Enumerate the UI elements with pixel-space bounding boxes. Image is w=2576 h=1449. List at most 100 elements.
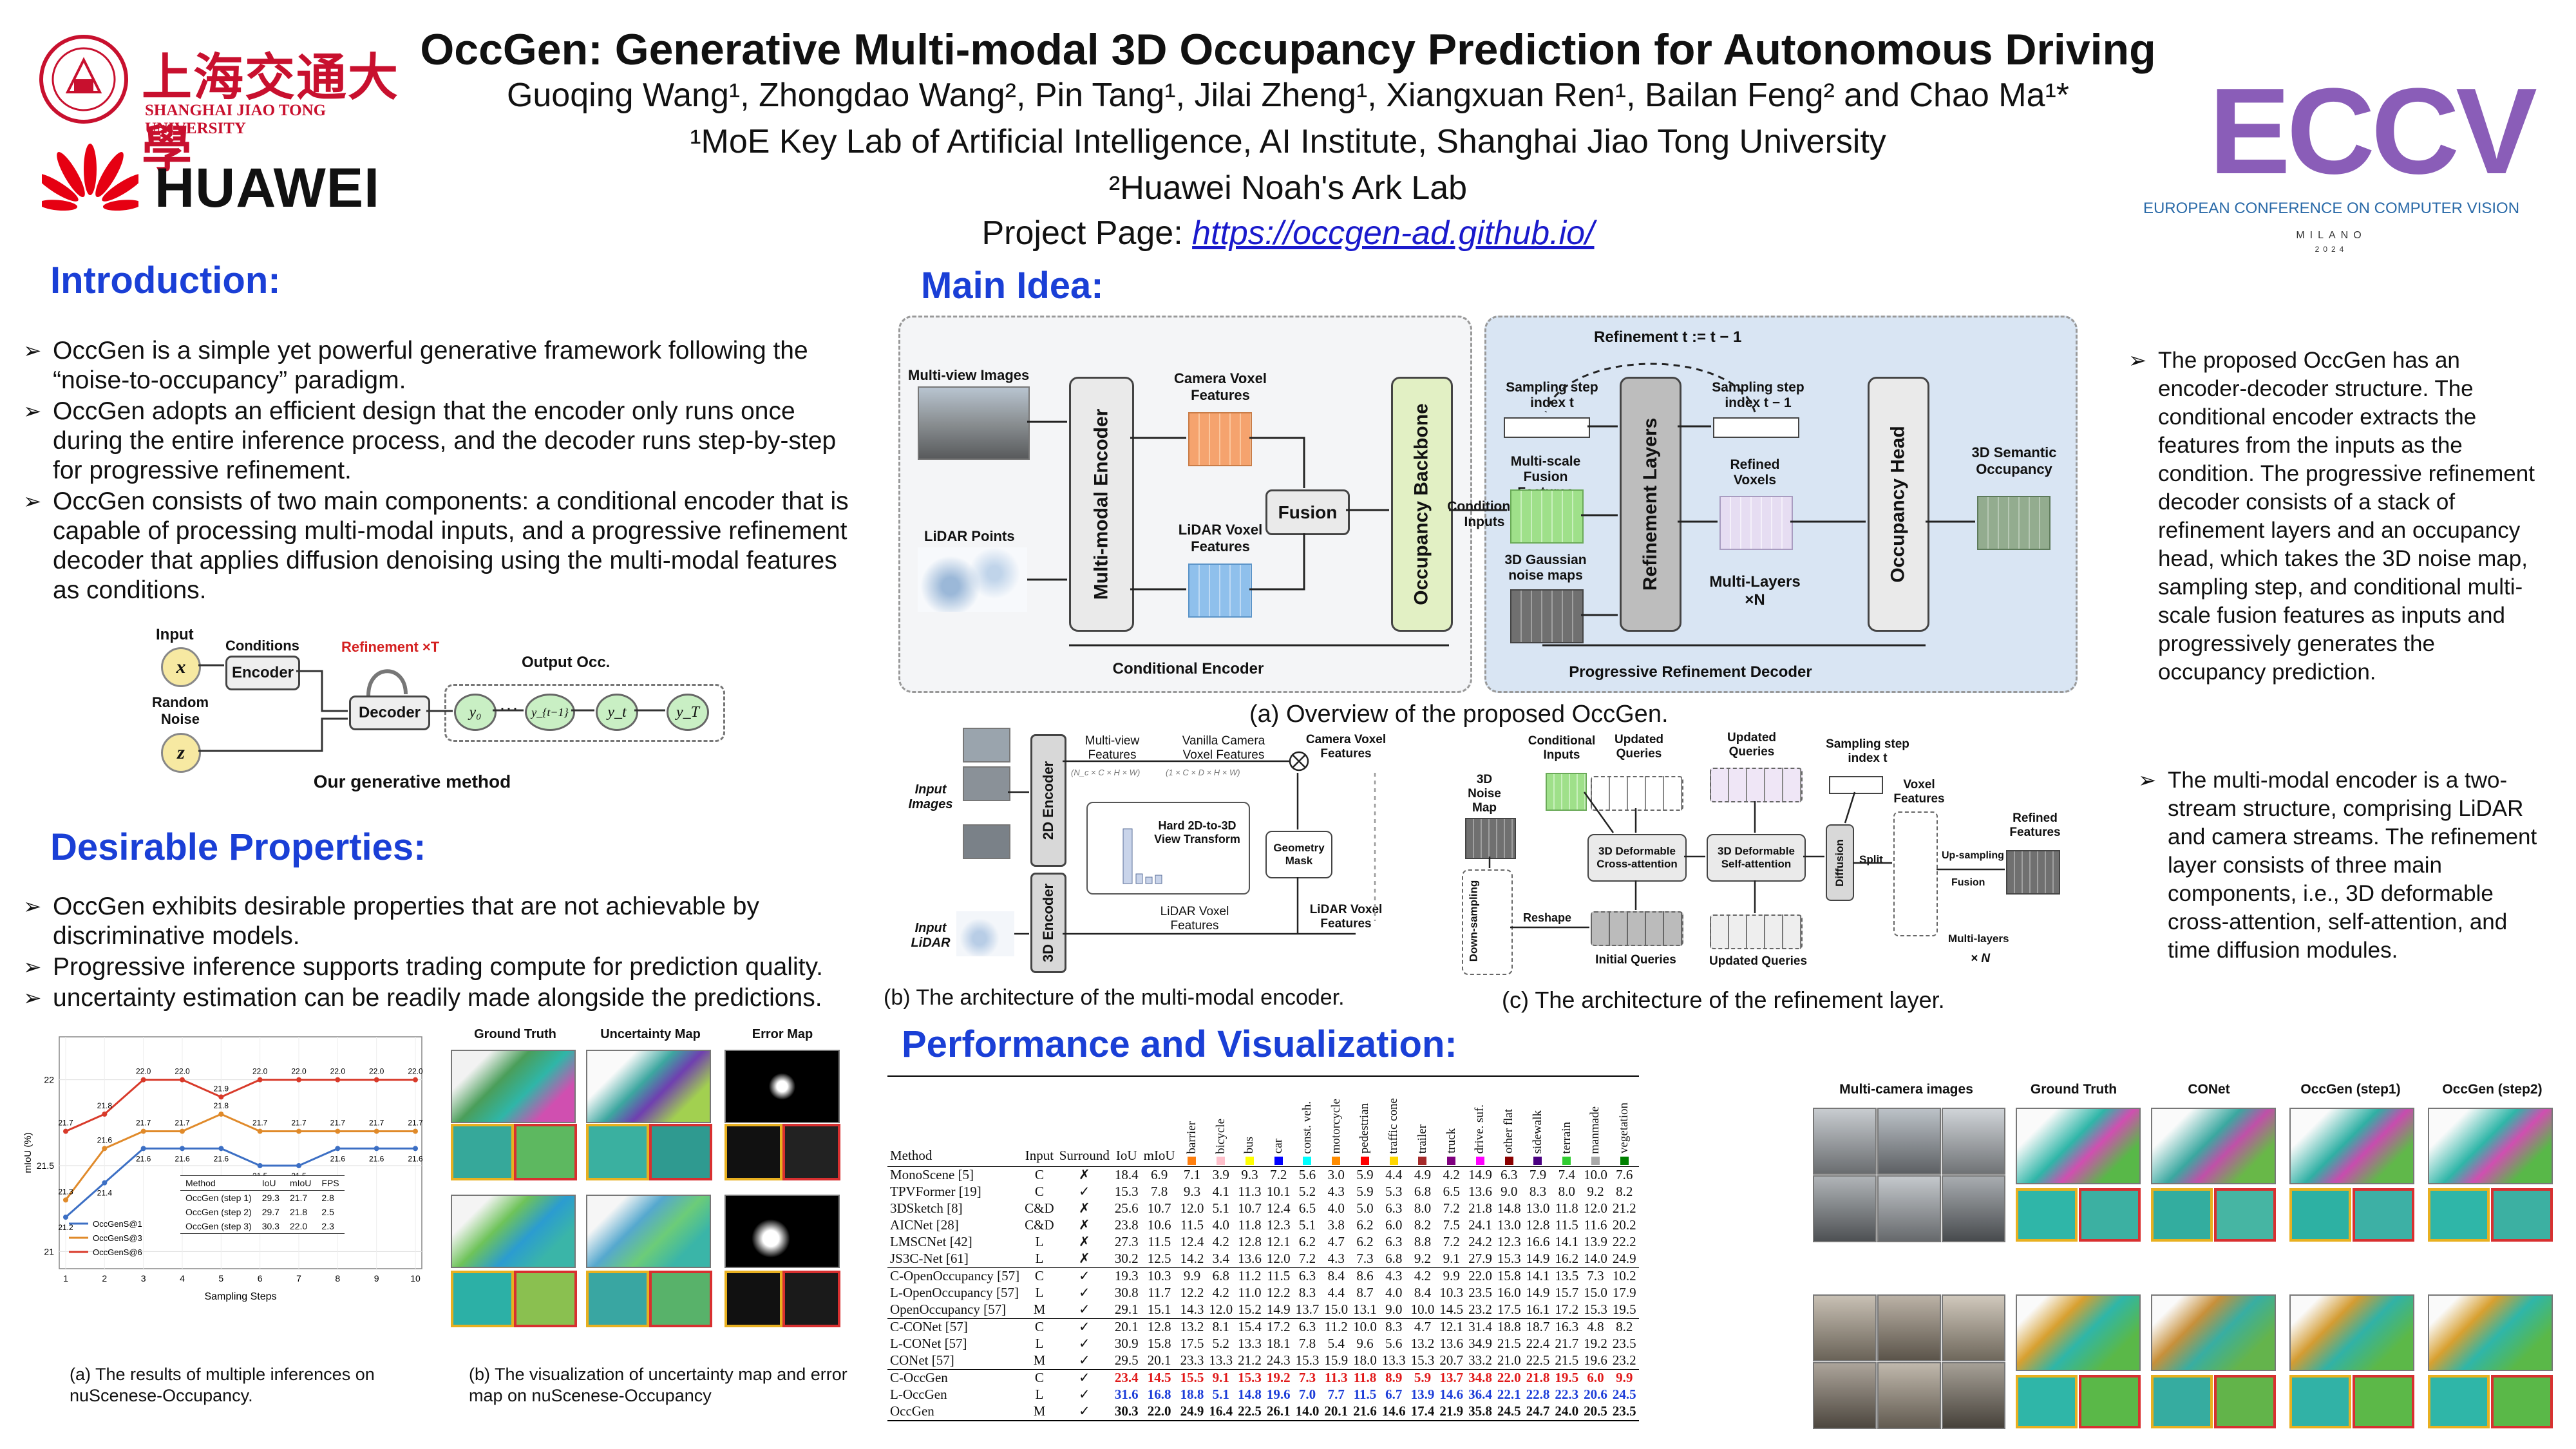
perf-cell: 6.3 xyxy=(1385,1234,1403,1249)
perf-cell: 22.0 xyxy=(1147,1403,1171,1419)
class-color-swatch xyxy=(1620,1156,1629,1165)
refinement-caption: (c) The architecture of the refinement l… xyxy=(1502,987,1945,1013)
perf-cell: 7.2 xyxy=(1298,1251,1316,1266)
perf-cell: L-OccGen xyxy=(890,1387,947,1402)
uncertainty-image-2-zoom xyxy=(586,1271,649,1327)
perf-cell: 24.5 xyxy=(1497,1403,1521,1419)
times-n-label: × N xyxy=(1971,952,1991,965)
perf-cell: ✓ xyxy=(1078,1403,1090,1419)
perf-cell: 11.3 xyxy=(1238,1184,1262,1199)
perf-cell: 17.2 xyxy=(1266,1319,1291,1334)
perf-class-name: truck xyxy=(1444,1128,1458,1154)
perf-class-name: vegetation xyxy=(1617,1103,1631,1154)
data-point xyxy=(413,1128,418,1134)
main-idea-title: Main Idea: xyxy=(921,265,1104,307)
perf-cell: 12.3 xyxy=(1266,1217,1291,1233)
perf-cell: 23.2 xyxy=(1468,1302,1492,1317)
perf-cell: 11.3 xyxy=(1324,1370,1348,1385)
perf-cell: 24.5 xyxy=(1612,1387,1636,1402)
lidar-vox-label-2: LiDAR Voxel Features xyxy=(1309,903,1383,931)
refine-loop-label: Refinement t := t − 1 xyxy=(1594,328,1742,346)
perf-cell: 13.0 xyxy=(1497,1217,1521,1233)
hard-transform-bars xyxy=(1122,828,1162,884)
huawei-logo: HUAWEI xyxy=(42,140,415,224)
class-color-swatch xyxy=(1245,1156,1254,1165)
steps-cell: 2.8 xyxy=(321,1193,334,1203)
multilayers-label: Multi-layers xyxy=(1948,933,2009,945)
project-page-link[interactable]: https://occgen-ad.github.io/ xyxy=(1192,214,1595,252)
perf-cell: 30.3 xyxy=(1114,1403,1139,1419)
perf-cell: 8.0 xyxy=(1414,1200,1432,1216)
hard-transform-label: Hard 2D-to-3D View Transform xyxy=(1154,819,1240,846)
desirable-bullet: OccGen exhibits desirable properties tha… xyxy=(23,892,860,951)
perf-cell: 6.3 xyxy=(1298,1319,1316,1334)
vis-zoom xyxy=(2079,1188,2141,1242)
perf-cell: 16.8 xyxy=(1147,1387,1171,1402)
camera-image xyxy=(1813,1294,1877,1361)
perf-cell: L xyxy=(1035,1387,1044,1402)
perf-cell: 26.1 xyxy=(1266,1403,1291,1419)
perf-cell: 4.3 xyxy=(1327,1251,1345,1266)
eccv-city: MILANO xyxy=(2296,230,2367,241)
perf-cell: 8.9 xyxy=(1385,1370,1403,1385)
perf-cell: 29.5 xyxy=(1114,1352,1139,1368)
perf-cell: 16.3 xyxy=(1555,1319,1579,1334)
perf-cell: 14.0 xyxy=(1584,1251,1607,1266)
perf-cell: 29.1 xyxy=(1114,1302,1139,1317)
perf-cell: 7.3 xyxy=(1356,1251,1374,1266)
uncertainty-image-1-zoom2 xyxy=(649,1124,712,1180)
perf-cell: 12.8 xyxy=(1526,1217,1550,1233)
perf-cell: 5.9 xyxy=(1356,1167,1374,1182)
perf-cell: ✗ xyxy=(1078,1200,1090,1216)
gt-image-2 xyxy=(451,1195,576,1268)
perf-cell: ✓ xyxy=(1078,1370,1090,1385)
multiview-image xyxy=(918,386,1030,460)
class-color-swatch xyxy=(1418,1156,1427,1165)
camera-image xyxy=(1942,1362,2005,1429)
perf-cell: 11.5 xyxy=(1353,1387,1377,1402)
uncertainty-image-1-zoom xyxy=(586,1124,649,1180)
perf-cell: 11.2 xyxy=(1238,1268,1262,1283)
perf-cell: 19.2 xyxy=(1584,1336,1607,1351)
perf-cell: 11.8 xyxy=(1555,1200,1578,1216)
perf-cell: 19.3 xyxy=(1114,1268,1139,1283)
perf-cell: 8.3 xyxy=(1529,1184,1547,1199)
perf-column-header: IoU xyxy=(1115,1147,1137,1163)
perf-cell: 13.3 xyxy=(1381,1352,1406,1368)
perf-cell: 36.4 xyxy=(1468,1387,1492,1402)
sampling-label: Sampling step index t xyxy=(1826,737,1909,765)
perf-cell: 16.4 xyxy=(1209,1403,1233,1419)
perf-cell: 7.6 xyxy=(1616,1167,1633,1182)
multiview-label: Multi-view Images xyxy=(908,367,1030,383)
gaussian-label: 3D Gaussian noise maps xyxy=(1504,553,1587,583)
perf-cell: 14.6 xyxy=(1381,1403,1406,1419)
updated-queries-1: Updated Queries xyxy=(1615,733,1663,761)
vis-zoom xyxy=(2016,1188,2078,1242)
perf-cell: 4.0 xyxy=(1385,1285,1403,1300)
perf-cell: 15.7 xyxy=(1555,1285,1579,1300)
fusion-box: Fusion xyxy=(1265,489,1350,535)
data-label: 21.6 xyxy=(369,1154,384,1163)
data-point xyxy=(102,1180,108,1186)
project-page-label: Project Page: xyxy=(981,214,1193,252)
perf-cell: 13.2 xyxy=(1410,1336,1435,1351)
perf-cell: 9.9 xyxy=(1183,1268,1201,1283)
gt-image-1-zoom xyxy=(451,1124,514,1180)
perf-cell: 14.9 xyxy=(1266,1302,1291,1317)
perf-cell: 8.4 xyxy=(1327,1268,1345,1283)
perf-cell: 22.5 xyxy=(1526,1352,1550,1368)
vis-zoom xyxy=(2353,1188,2414,1242)
deform-cross-box: 3D Deformable Cross-attention xyxy=(1587,834,1687,882)
updated-queries-3: Updated Queries xyxy=(1709,954,1808,968)
upsampling-label: Up-sampling xyxy=(1942,850,2004,861)
perf-cell: 18.8 xyxy=(1180,1387,1204,1402)
perf-cell: 14.9 xyxy=(1526,1285,1550,1300)
perf-cell: 20.1 xyxy=(1324,1403,1349,1419)
